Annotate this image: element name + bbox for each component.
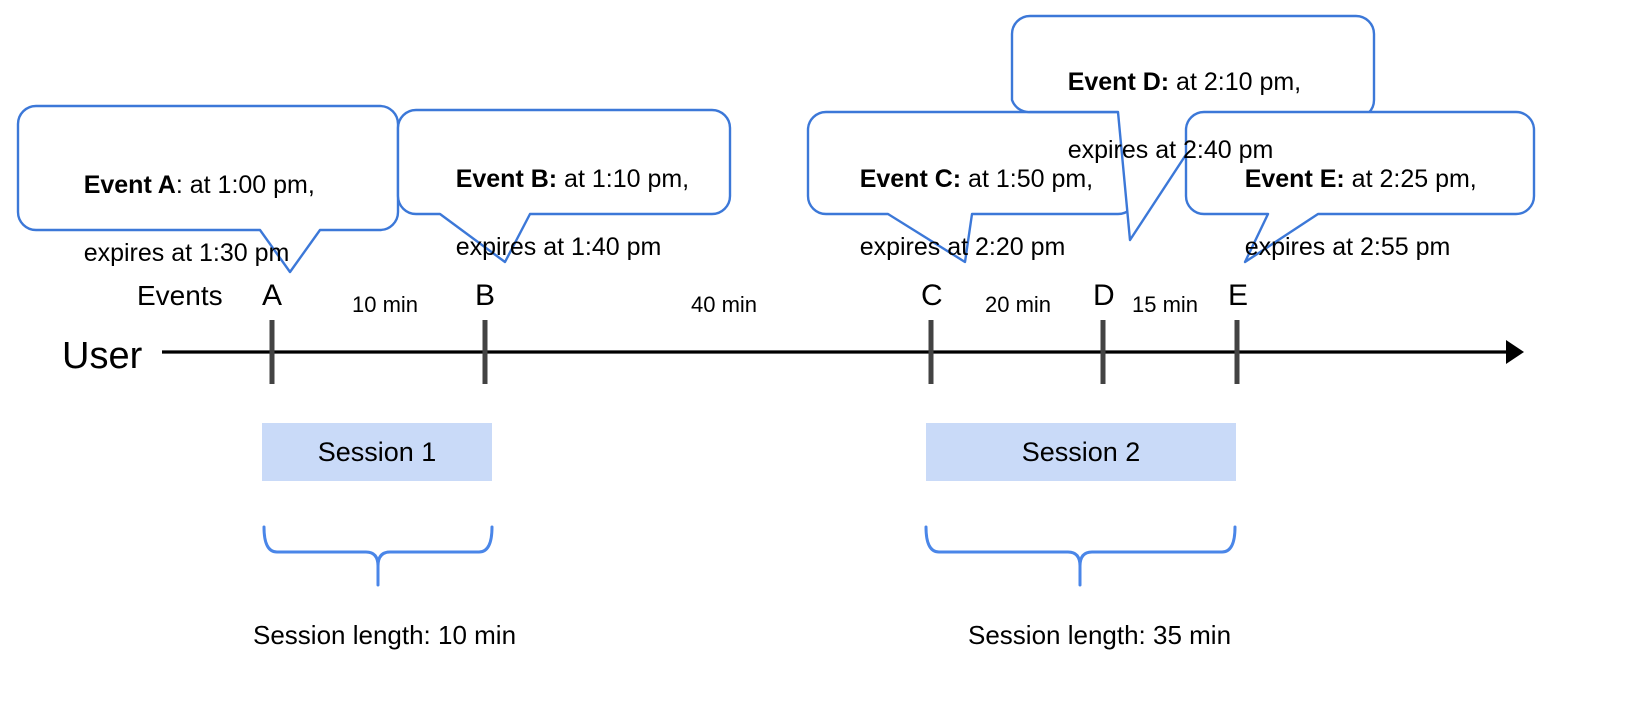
callout-b-sep	[557, 165, 564, 193]
callout-d-line1: at 2:10 pm,	[1176, 68, 1302, 96]
marker-label-b: B	[475, 279, 496, 312]
interval-label-a-b: 10 min	[352, 292, 419, 317]
marker-label-e: E	[1228, 279, 1249, 312]
session-box-2-label: Session 2	[1021, 436, 1141, 467]
callout-b-line1: at 1:10 pm,	[564, 165, 690, 193]
callout-e-bold: Event E:	[1244, 165, 1345, 193]
axis-row-label-user: User	[62, 335, 143, 377]
timeline-arrowhead-icon	[1506, 340, 1524, 364]
interval-label-c-d: 20 min	[985, 292, 1052, 317]
callout-e-line2: expires at 2:55 pm	[1244, 233, 1451, 261]
callout-b-bold: Event B:	[455, 165, 558, 193]
session-box-1-label: Session 1	[317, 436, 437, 467]
callout-a-sep: :	[175, 171, 190, 199]
callout-c-line1: at 1:50 pm,	[968, 165, 1094, 193]
callout-text-e: Event E: at 2:25 pm, expires at 2:55 pm	[1203, 128, 1477, 298]
marker-label-c: C	[921, 279, 943, 312]
callout-c-bold: Event C:	[859, 165, 962, 193]
callout-d-line2: expires at 2:40 pm	[1067, 136, 1274, 164]
callout-a-line1: at 1:00 pm,	[189, 171, 315, 199]
callout-d-bold: Event D:	[1067, 68, 1170, 96]
callout-d-sep	[1169, 68, 1176, 96]
session-length-caption-1: Session length: 10 min	[253, 620, 517, 650]
callout-bubble-e[interactable]	[1184, 110, 1536, 264]
callout-b-line2: expires at 1:40 pm	[455, 233, 662, 261]
axis-row-label-events: Events	[137, 280, 223, 311]
marker-label-d: D	[1093, 279, 1115, 312]
interval-label-d-e: 15 min	[1132, 292, 1199, 317]
callout-a-line2: expires at 1:30 pm	[83, 239, 290, 267]
callout-bubble-b[interactable]	[396, 108, 732, 264]
marker-label-a: A	[262, 279, 283, 312]
session-length-caption-2: Session length: 35 min	[968, 620, 1232, 650]
callout-text-b: Event B: at 1:10 pm, expires at 1:40 pm	[414, 128, 689, 298]
callout-e-line1: at 2:25 pm,	[1351, 165, 1477, 193]
callout-text-a: Event A: at 1:00 pm, expires at 1:30 pm	[42, 134, 315, 304]
session-box-1[interactable]: Session 1	[262, 423, 492, 481]
callout-c-sep	[961, 165, 968, 193]
callout-text-c: Event C: at 1:50 pm, expires at 2:20 pm	[818, 128, 1093, 298]
callout-a-bold: Event A	[83, 171, 176, 199]
callout-text-d: Event D: at 2:10 pm, expires at 2:40 pm	[1026, 31, 1301, 201]
interval-label-b-c: 40 min	[691, 292, 758, 317]
session-box-2[interactable]: Session 2	[926, 423, 1236, 481]
callout-e-sep	[1345, 165, 1352, 193]
callout-c-line2: expires at 2:20 pm	[859, 233, 1066, 261]
callout-bubble-a[interactable]	[16, 104, 400, 274]
